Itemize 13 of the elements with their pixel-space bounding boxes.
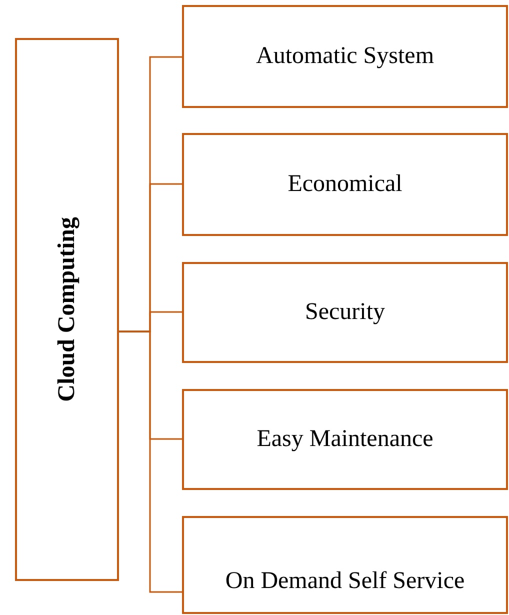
box-label: Security <box>305 299 385 326</box>
connector-line <box>119 330 182 593</box>
branch-box <box>182 5 508 108</box>
box-label: Automatic System <box>256 43 434 70</box>
box-label: Economical <box>288 171 402 198</box>
branch-box <box>182 389 508 490</box>
root-label: Cloud Computing <box>54 217 80 402</box>
root-box <box>15 38 119 581</box>
branch-box <box>182 133 508 236</box>
box-label: On Demand Self Service <box>225 568 465 595</box>
branch-box <box>182 516 508 614</box>
box-label: Easy Maintenance <box>256 426 434 453</box>
branch-box <box>182 262 508 363</box>
